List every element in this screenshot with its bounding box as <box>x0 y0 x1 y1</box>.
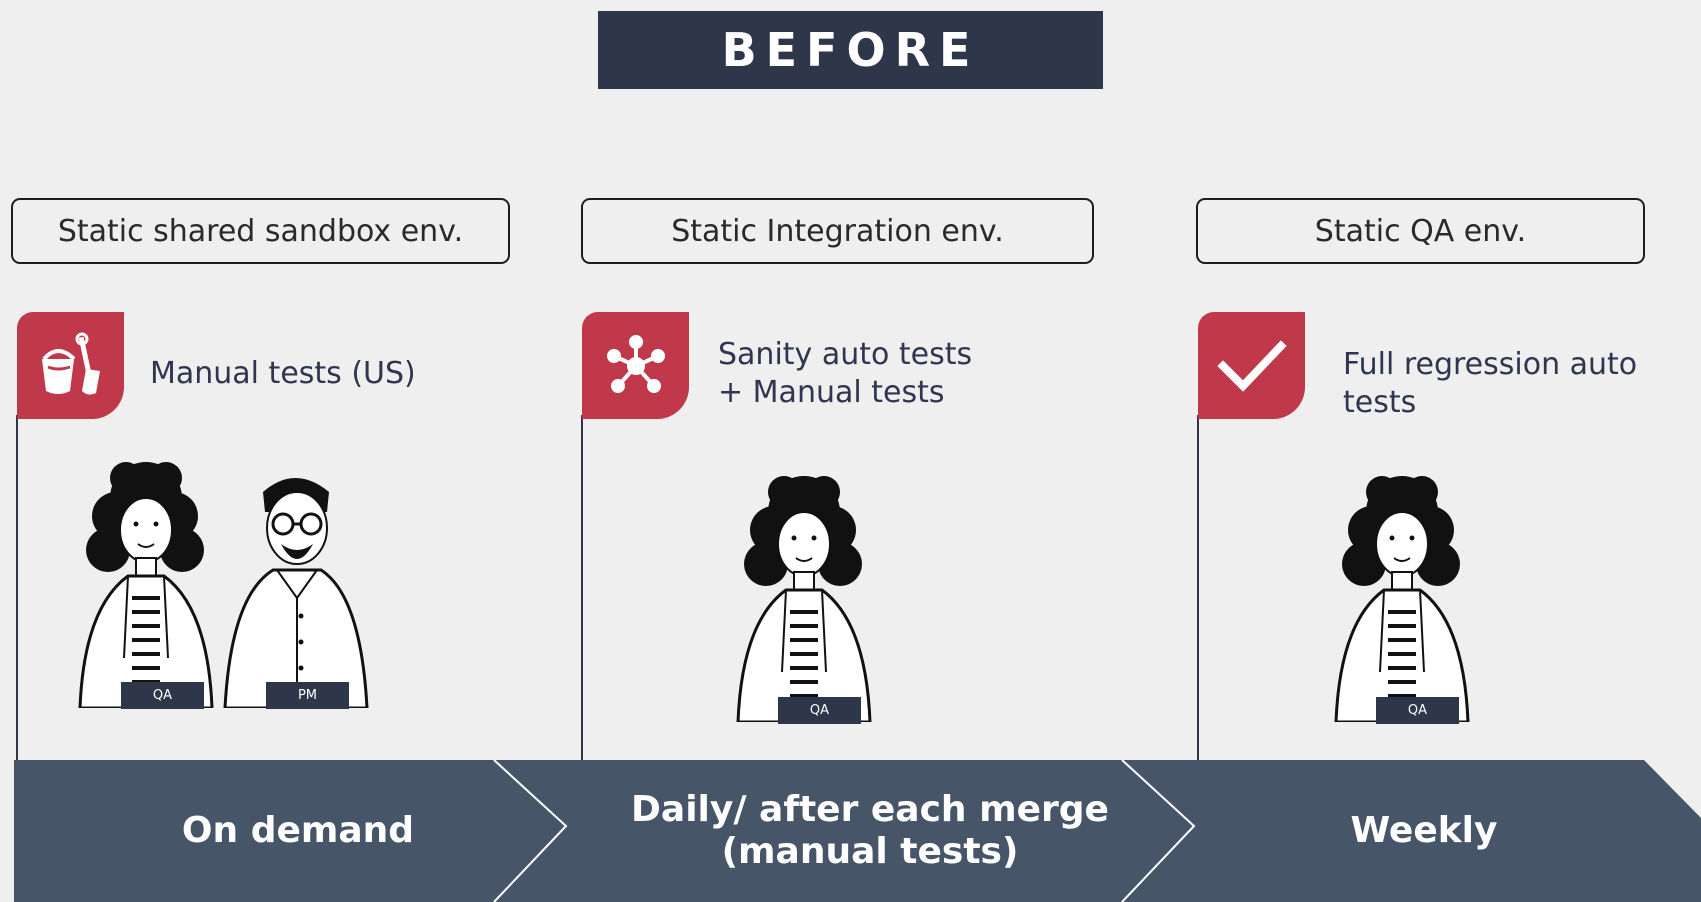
qa-person-illustration-2 <box>736 476 872 722</box>
activity-text-3: Full regression auto tests <box>1343 347 1638 420</box>
checkmark-icon <box>1216 339 1287 392</box>
page-title: BEFORE <box>598 11 1103 89</box>
activity-badge-1 <box>17 312 124 419</box>
pm-person-illustration <box>223 478 369 708</box>
env-box-integration: Static Integration env. <box>581 198 1094 264</box>
timeline-line-2 <box>581 415 583 760</box>
env-box-qa: Static QA env. <box>1196 198 1645 264</box>
phase-ribbon <box>14 760 1701 902</box>
phase-on-demand: On demand <box>181 810 415 851</box>
role-tag-pm: PM <box>266 682 349 709</box>
qa-person-illustration-1 <box>78 462 214 708</box>
role-tag-qa-3: QA <box>1376 697 1459 724</box>
network-hub-icon <box>606 334 665 393</box>
role-tag-qa-2: QA <box>778 697 861 724</box>
qa-person-illustration-3 <box>1334 476 1470 722</box>
role-tag-qa-1: QA <box>121 682 204 709</box>
activity-text-1: Manual tests (US) <box>150 356 416 391</box>
phase-weekly: Weekly <box>1350 810 1498 851</box>
activity-badge-3 <box>1198 312 1305 419</box>
timeline-line-1 <box>16 415 18 760</box>
phase-daily: Daily/ after each merge (manual tests) <box>631 789 1109 872</box>
env-box-sandbox: Static shared sandbox env. <box>11 198 510 264</box>
timeline-line-3 <box>1197 415 1199 760</box>
sand-bucket-shovel-icon <box>41 332 100 395</box>
activity-text-2: Sanity auto tests + Manual tests <box>718 337 973 410</box>
activity-badge-2 <box>582 312 689 419</box>
